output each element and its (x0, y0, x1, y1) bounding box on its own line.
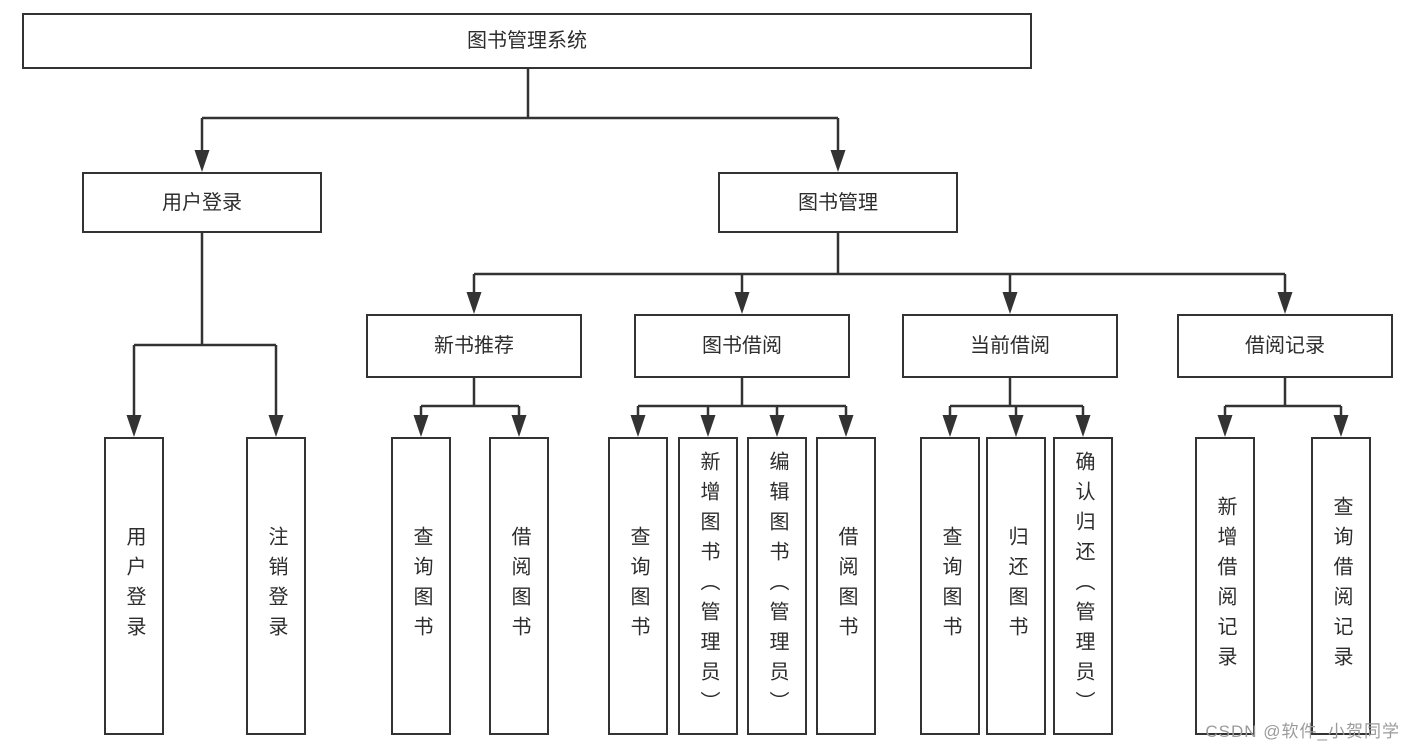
leaf-user-login: 用户登录 (104, 437, 164, 735)
leaf-borrowing-borrow-books-label: 借阅图书 (835, 526, 857, 646)
node-borrowing-records: 借阅记录 (1177, 314, 1393, 378)
node-book-borrowing-label: 图书借阅 (702, 335, 782, 357)
leaf-user-login-label: 用户登录 (123, 526, 145, 646)
arrowheads (126, 150, 1349, 437)
leaf-current-return-books: 归还图书 (986, 437, 1046, 735)
leaf-current-confirm-return-admin-label: 确认归还（管理员） (1072, 451, 1094, 721)
node-library-system-label: 图书管理系统 (467, 30, 587, 52)
leaf-history-add-record: 新增借阅记录 (1195, 437, 1255, 735)
leaf-borrowing-edit-books-admin-label: 编辑图书（管理员） (766, 451, 788, 721)
node-current-borrowing: 当前借阅 (902, 314, 1118, 378)
leaf-current-query-books: 查询图书 (920, 437, 980, 735)
node-user-login: 用户登录 (82, 172, 322, 233)
leaf-logout-label: 注销登录 (265, 526, 287, 646)
leaf-history-add-record-label: 新增借阅记录 (1214, 496, 1236, 676)
node-library-system: 图书管理系统 (22, 13, 1032, 69)
node-current-borrowing-label: 当前借阅 (970, 335, 1050, 357)
leaf-history-query-record-label: 查询借阅记录 (1330, 496, 1352, 676)
leaf-recommend-borrow-books: 借阅图书 (489, 437, 549, 735)
leaf-current-return-books-label: 归还图书 (1005, 526, 1027, 646)
leaf-borrowing-add-books-admin: 新增图书（管理员） (678, 437, 738, 735)
node-book-borrowing: 图书借阅 (634, 314, 850, 378)
leaf-borrowing-query-books: 查询图书 (608, 437, 668, 735)
node-book-management-label: 图书管理 (798, 191, 878, 214)
leaf-history-query-record: 查询借阅记录 (1311, 437, 1371, 735)
leaf-borrowing-add-books-admin-label: 新增图书（管理员） (697, 451, 719, 721)
node-borrowing-records-label: 借阅记录 (1245, 335, 1325, 357)
node-new-book-recommend: 新书推荐 (366, 314, 582, 378)
leaf-logout: 注销登录 (246, 437, 306, 735)
leaf-recommend-borrow-books-label: 借阅图书 (508, 526, 530, 646)
leaf-borrowing-borrow-books: 借阅图书 (816, 437, 876, 735)
leaf-borrowing-query-books-label: 查询图书 (627, 526, 649, 646)
leaf-current-query-books-label: 查询图书 (939, 526, 961, 646)
node-book-management: 图书管理 (718, 172, 958, 233)
csdn-watermark: CSDN @软件_小贺同学 (1205, 722, 1400, 741)
leaf-recommend-query-books: 查询图书 (391, 437, 451, 735)
leaf-current-confirm-return-admin: 确认归还（管理员） (1053, 437, 1113, 735)
leaf-borrowing-edit-books-admin: 编辑图书（管理员） (747, 437, 807, 735)
node-new-book-recommend-label: 新书推荐 (434, 335, 514, 357)
leaf-recommend-query-books-label: 查询图书 (410, 526, 432, 646)
node-user-login-label: 用户登录 (162, 191, 242, 214)
